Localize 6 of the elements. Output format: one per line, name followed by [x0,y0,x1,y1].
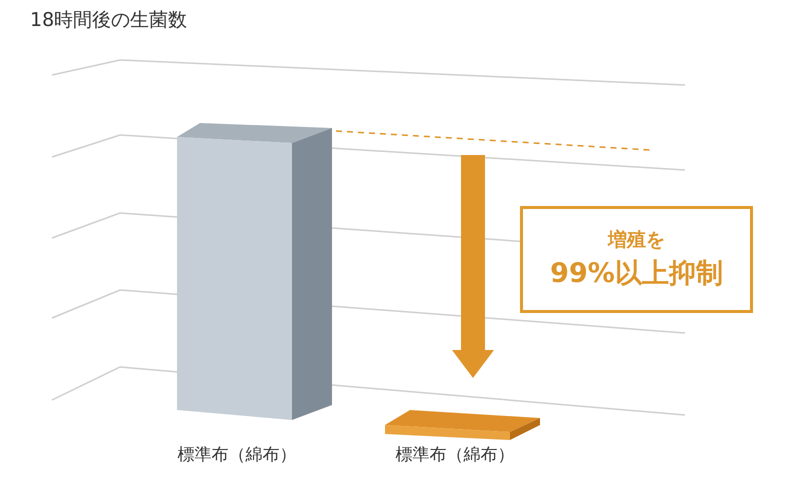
category-label: 標準布（綿布） [178,444,296,467]
category-label: 標準布（綿布） [396,444,514,467]
callout-box [520,206,753,313]
callout-text: 増殖を [608,228,665,252]
chart-title: 18時間後の生菌数 [30,8,188,33]
callout-text: 99%以上抑制 [550,256,723,290]
